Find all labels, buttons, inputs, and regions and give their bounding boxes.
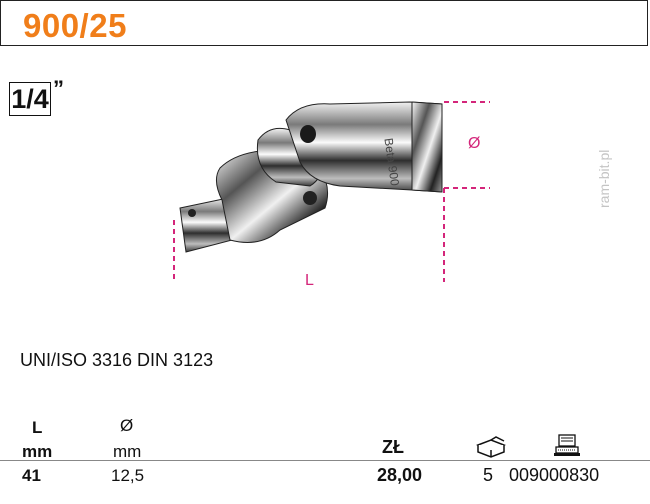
diameter-value: 12,5 (111, 466, 145, 485)
brand-engraving: Beta 900 (381, 137, 402, 187)
header-bar: 900/25 (0, 0, 648, 46)
product-code: 900/25 (23, 7, 127, 44)
watermark: ram-bit.pl (596, 149, 612, 208)
box-icon (476, 436, 506, 458)
universal-joint-drawing: Beta 900 (173, 101, 490, 282)
drive-size-box: 1/4 (9, 82, 51, 116)
length-dimension-label: L (305, 272, 314, 289)
package-quantity: 5 (483, 465, 494, 485)
standard-text: UNI/ISO 3316 DIN 3123 (20, 350, 214, 370)
length-header: L (32, 418, 43, 437)
product-number: 009000830 (509, 465, 600, 485)
inch-mark: ” (53, 76, 64, 101)
price-value: 28,00 (377, 465, 423, 485)
diameter-unit: mm (113, 442, 142, 461)
table-rule (0, 460, 650, 461)
length-unit: mm (22, 442, 53, 461)
currency-label: ZŁ (382, 437, 404, 457)
length-value: 41 (22, 466, 41, 485)
diameter-header: Ø (120, 416, 134, 435)
dimension-lines (173, 101, 490, 282)
diameter-dimension-label: Ø (468, 135, 481, 152)
computer-icon (554, 434, 580, 456)
socket-body: Beta 900 (285, 101, 443, 193)
